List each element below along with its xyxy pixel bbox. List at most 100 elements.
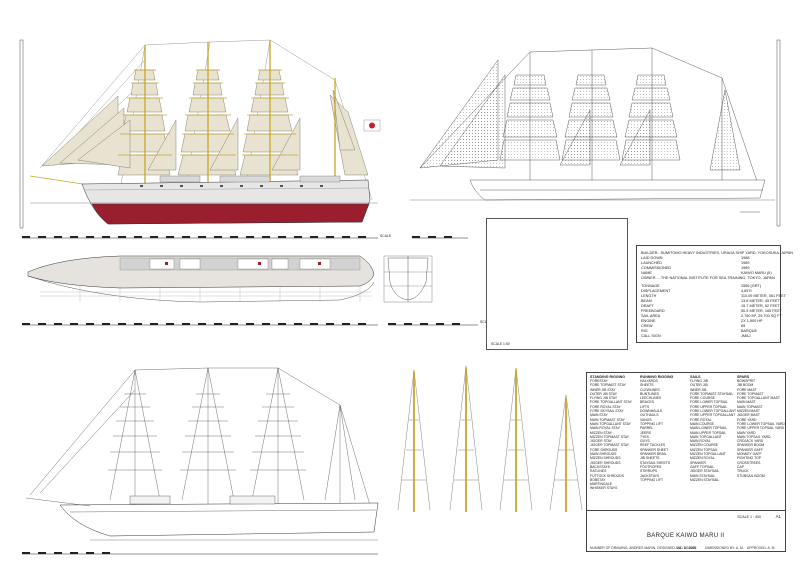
legend-item: JIGGER MAST	[737, 413, 760, 418]
legend-item: VANGS	[640, 417, 652, 422]
spec-row: BEAM 13.8 METER, 45 FEET	[641, 299, 780, 303]
legend-item: MAIN COURSE	[690, 421, 714, 426]
legend-item: MAIN TOPMAST STAY	[590, 417, 625, 422]
legend-item: CAP	[737, 464, 744, 469]
spec-value: JMAJ	[741, 334, 751, 338]
legend-item: CLEWLINES	[640, 387, 660, 392]
body-section-drawing	[383, 255, 433, 303]
spec-label: DISPLACEMENT	[641, 289, 671, 293]
inset-scale-label: SCALE 1:50	[491, 341, 510, 346]
spec-label: DRAFT	[641, 304, 654, 308]
legend-item: FIGHTING TOP	[737, 456, 761, 461]
spec-value: 110.09 METER, 361 FEET	[741, 294, 786, 298]
legend-item: STIRRUPS	[640, 469, 658, 474]
name-label: NAME	[641, 271, 652, 275]
legend-item: FORE TOPGALLANT STAY	[590, 400, 632, 405]
legend-item: STUNSAIL BOOM	[737, 473, 765, 478]
legend-heading: STANDING RIGGING	[590, 375, 626, 379]
sheet-number: A1	[775, 514, 781, 519]
legend-item: MONKEY GAFF	[737, 452, 762, 457]
legend-item: FORE MAST	[737, 387, 757, 392]
launched-label: LAUNCHED	[641, 261, 662, 265]
legend-item: FORE SHROUDS	[590, 447, 618, 452]
deck-plan	[27, 255, 375, 303]
legend-item: FORE UPPER TOPSAIL	[690, 404, 728, 409]
colored-ship-profile	[29, 39, 378, 225]
spec-label: ENGINE	[641, 319, 656, 323]
legend-item: JIB BOOM	[737, 383, 754, 388]
name-value: KAIWO MARU (II)	[741, 271, 772, 275]
name-row: NAME KAIWO MARU (II)	[641, 271, 772, 275]
legend-item: MAIN SHROUDS	[590, 452, 617, 457]
legend-item: FORE YARD	[737, 417, 757, 422]
right-height-scale	[776, 39, 781, 227]
legend-item: MAIN LOWER TOPSAIL	[690, 426, 727, 431]
legend-item: FORE TOPMAST STAYSAIL	[690, 391, 734, 396]
spec-label: TONNAGE	[641, 284, 660, 288]
legend-item: MIZZEN SHROUDS	[590, 456, 621, 461]
legend-item: BOWSPRIT	[737, 379, 756, 383]
sail-plan-drawing	[410, 47, 775, 213]
legend-item: TRUCK	[737, 469, 749, 474]
legend-item: FORESTAY	[590, 379, 608, 383]
legend-item: LEECHLINES	[640, 396, 662, 401]
spec-value: 13.8 METER, 45 FEET	[741, 299, 780, 303]
legend-item: BUNTLINES	[640, 391, 660, 396]
legend-item: JIGGER TOPMAST STAY	[590, 443, 630, 448]
drawing-scale: SCALE 1 : 400	[737, 515, 761, 519]
legend-item: MARTINGALE	[590, 482, 612, 487]
legend-item: CROJACK YARD	[737, 439, 764, 444]
legend-item: INNER JIB STAY	[590, 387, 616, 392]
spec-value: 15.7 METER, 52 FEET	[741, 304, 780, 308]
spec-label: BEAM	[641, 299, 652, 303]
legend-item: FLYING JIB	[690, 379, 708, 383]
legend-item: OUTHAULS	[640, 413, 659, 418]
spec-value: 2556 (GRT)	[741, 284, 761, 288]
legend-item: TYES	[640, 434, 649, 439]
rigging-plan	[25, 367, 379, 541]
top-ruler-label: SCALE	[380, 234, 392, 238]
laid-down-value: 1988	[741, 256, 750, 260]
legend-item: FORE LOWER TOPSAIL YARD	[737, 421, 785, 426]
legend-item: FORE TOPGALLANT MAST	[737, 396, 780, 401]
legend-item: SHEETS	[640, 383, 654, 388]
spec-label: SAIL AREA	[641, 314, 661, 318]
legend-item: FORE ROYAL	[690, 417, 712, 422]
drawn-by: DIMENSIONED BY: A. M.	[705, 546, 744, 550]
legend-item: FORE COURSE	[690, 396, 715, 401]
legend-item: MAIN TOPGALLANT	[690, 434, 722, 439]
legend-item: MAIN STAYSAIL	[690, 473, 716, 478]
legend-item: FORE SKYSAIL STAY	[590, 409, 624, 414]
legend-item: JIGGER SHROUDS	[590, 460, 621, 465]
legend-item: OUTER JIB	[690, 383, 708, 388]
spec-label: RIG	[641, 329, 648, 333]
legend-item: GAFF TOPSAIL	[690, 464, 715, 469]
legend-item: MAIN TOPSAIL YARD	[737, 434, 771, 439]
legend-item: PARREL	[640, 426, 654, 431]
legend-heading: SPARS	[737, 375, 750, 379]
owner-line: OWNER.....THE NATIONAL INSTITUTE FOR SEA…	[641, 276, 775, 280]
commissioned-value: 1989	[741, 266, 750, 270]
legend-item: TOPPING LIFT	[640, 477, 664, 482]
legend-item: MIZZEN STAYSAIL	[690, 477, 720, 482]
legend-item: MIZZEN TOPSAIL	[690, 447, 718, 452]
legend-item: WHISKER STAYS	[590, 486, 618, 491]
legend-item: SPANKER BOOM	[737, 443, 765, 448]
spec-value: 50.5 METER, 165 FEET	[741, 309, 782, 313]
legend-item: JIGGER STAY	[590, 439, 612, 444]
approved-by: APPROVED: A. M.	[747, 546, 776, 550]
spec-label: FREEBOARD	[641, 309, 665, 313]
legend-heading: RUNNING RIGGING	[640, 375, 674, 379]
drawing-notes: NUMBER OF DRAWING: ANDRES MARIN, DESIGNE…	[590, 546, 697, 550]
legend-item: FORE LOWER TOPSAIL	[690, 400, 728, 405]
legend-item: DOWNHAULS	[640, 409, 663, 414]
legend-item: MIZZEN STAY	[590, 430, 612, 435]
